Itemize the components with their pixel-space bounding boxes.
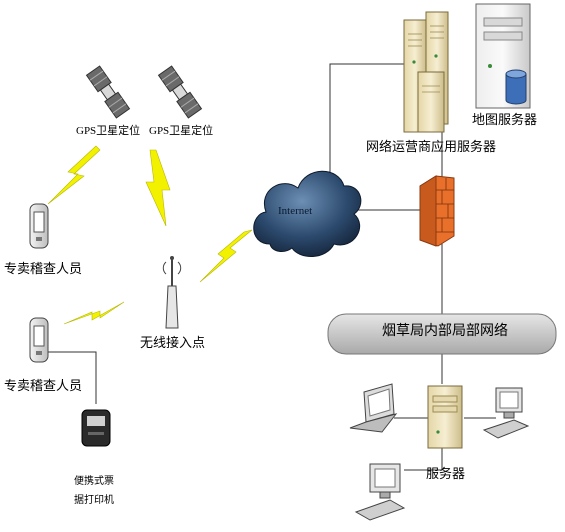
server-label: 服务器 bbox=[426, 466, 466, 481]
wireless-ap-label: 无线接入点 bbox=[140, 335, 206, 350]
pda-icon bbox=[29, 203, 49, 249]
pda-icon bbox=[29, 317, 49, 363]
lightning-icon bbox=[47, 145, 101, 205]
gps-satellite-label: GPS卫星定位 bbox=[149, 125, 214, 137]
server-rack-icon bbox=[403, 11, 449, 133]
internal-network-label: 烟草局内部局部网络 bbox=[382, 324, 508, 339]
lightning-icon bbox=[145, 149, 171, 227]
connection-lines bbox=[44, 63, 496, 471]
desktop-icon bbox=[354, 463, 406, 521]
desktop-icon bbox=[482, 387, 530, 439]
printer-icon bbox=[81, 409, 111, 447]
link-cloud-to-isp bbox=[329, 63, 408, 190]
inspector-label: 专卖稽查人员 bbox=[4, 261, 83, 276]
gps-satellite-label: GPS卫星定位 bbox=[76, 125, 141, 137]
cloud-icon bbox=[253, 170, 362, 257]
portable-printer-label: 便携式票 bbox=[74, 476, 114, 487]
internet-label: Internet bbox=[278, 205, 313, 217]
antenna-icon bbox=[162, 256, 182, 329]
laptop-icon bbox=[349, 383, 398, 433]
isp-app-server-label: 网络运营商应用服务器 bbox=[366, 139, 497, 154]
link-pda-to-printer bbox=[44, 351, 97, 404]
link-server-to-desktop-bottom bbox=[404, 448, 443, 471]
satellite-icon bbox=[85, 65, 131, 119]
firewall-icon bbox=[419, 175, 455, 247]
database-icon bbox=[505, 69, 527, 105]
lightning-icon bbox=[63, 301, 125, 325]
lightning-icon bbox=[199, 229, 253, 283]
internal-network-bar bbox=[327, 313, 557, 355]
inspector-label: 专卖稽查人员 bbox=[4, 378, 83, 393]
map-server-label: 地图服务器 bbox=[472, 112, 538, 127]
server-rack-icon bbox=[427, 385, 463, 449]
satellite-icon bbox=[157, 65, 203, 119]
portable-printer-label: 据打印机 bbox=[74, 495, 114, 506]
